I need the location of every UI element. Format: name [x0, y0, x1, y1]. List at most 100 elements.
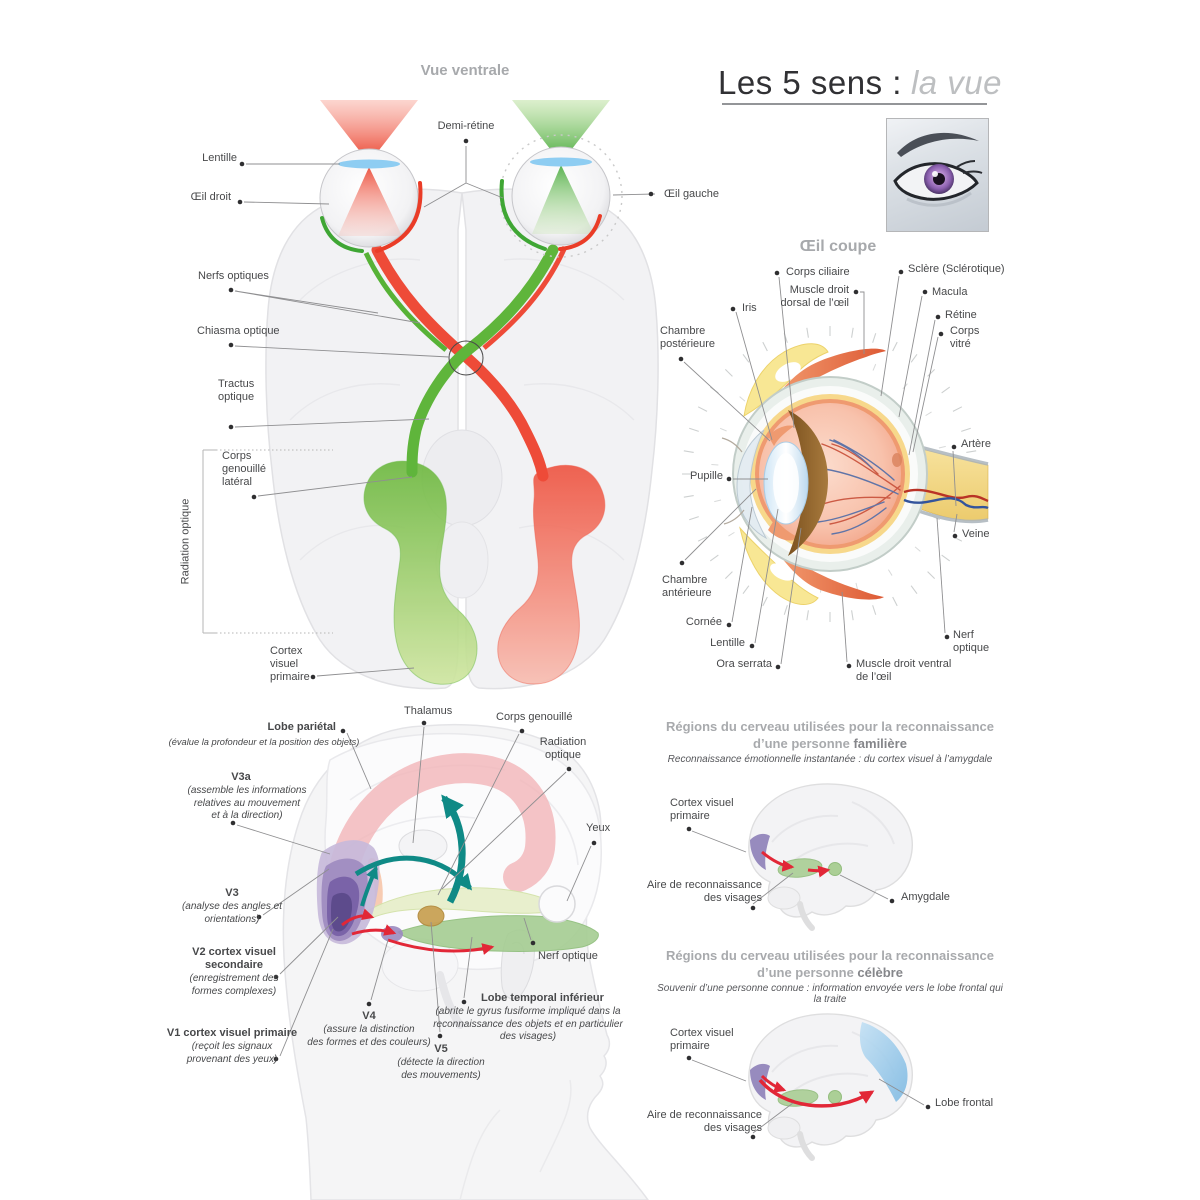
red-arrows: [341, 908, 495, 955]
label-chiasma-optique: Chiasma optique: [197, 325, 280, 337]
label-corps-ciliaire: Corps ciliaire: [786, 266, 850, 278]
dashed-ring: [499, 134, 623, 258]
reco-familiar-title-line1: Régions du cerveau utilisées pour la rec…: [665, 719, 994, 734]
label-nerf-optique-eye: Nerf optique: [953, 629, 990, 654]
reco-familiar-prefix: d’une personne: [753, 736, 854, 751]
recognition-diagrams: [686, 784, 931, 1158]
light-cone-red-lower: [338, 167, 402, 236]
label-v5: V5: [434, 1043, 448, 1055]
eye-photo: [886, 118, 989, 232]
ventral-dots: [228, 138, 654, 680]
label-thalamus: Thalamus: [404, 705, 453, 717]
label-tractus-optique: Tractus optique: [218, 378, 255, 403]
reco-famous-subtitle: Souvenir d’une personne connue : informa…: [657, 983, 1003, 1005]
eye-cross-section: [678, 269, 989, 670]
label-pupille: Pupille: [689, 470, 723, 482]
title-accent: la vue: [910, 64, 1003, 101]
lens-right-eye: [338, 159, 400, 169]
label-cortex-visuel-primaire: Cortex visuel primaire: [270, 645, 310, 683]
label-oeil-gauche: Œil gauche: [664, 188, 720, 200]
label-v5-sub: (détecte la direction des mouvements): [397, 1057, 485, 1081]
nerve-sheath-bottom: [915, 508, 989, 524]
light-cone-green-upper: [512, 100, 610, 163]
ciliary-bottom: [768, 520, 794, 541]
label-muscle-droit-ventral: Muscle droit ventral de l’œil: [856, 658, 952, 683]
label-veine: Veine: [962, 528, 990, 540]
retina-arc-red2: [558, 214, 602, 251]
label-lobe-frontal: Lobe frontal: [935, 1097, 994, 1109]
parietal-lobe-region: [329, 753, 556, 892]
chiasma-ring: [448, 340, 484, 376]
label-corps-genouille-lateral: Corps genouillé latéral: [222, 450, 267, 488]
reco-familiar-accent: familière: [853, 736, 907, 751]
orbital-fat-bottom: [739, 526, 819, 605]
eye-section-title: Œil coupe: [799, 238, 877, 255]
label-aire-famous: Aire de reconnaissance des visages: [647, 1109, 762, 1134]
retinal-vessels: [815, 439, 901, 535]
label-v1-sub: (reçoit les signaux provenant des yeux): [186, 1041, 278, 1065]
cornea: [736, 429, 768, 540]
label-radiation-optique-vertical: Radiation optique: [179, 498, 192, 585]
retina-arc-green: [320, 216, 364, 253]
label-lentille-2: Lentille: [710, 637, 745, 649]
mini-brain-famous: [749, 1014, 912, 1158]
optic-pathway-red: [371, 244, 549, 482]
reco-familiar-title-line2: d’une personne familière: [655, 736, 1005, 751]
iris-highlight: [932, 171, 938, 177]
eyelashes: [956, 160, 983, 174]
reco-famous-accent: célèbre: [857, 965, 903, 980]
label-sclere: Sclère (Sclérotique): [908, 263, 1005, 275]
muscle-dorsal: [774, 348, 886, 404]
label-v4-sub: (assure la distinction des formes et des…: [307, 1024, 431, 1048]
label-artere: Artère: [961, 438, 991, 450]
optic-radiation-left: [363, 460, 478, 685]
optic-nerve-strand-red: [482, 245, 568, 350]
reco-famous-prefix: d’une personne: [757, 965, 858, 980]
label-radiation-optique-2: Radiation optique: [539, 736, 587, 761]
reco-familiar-subtitle: Reconnaissance émotionnelle instantanée …: [667, 754, 993, 765]
optic-nerve-strand-green: [363, 251, 448, 352]
label-v3a-sub: (assemble les informations relatives au …: [187, 785, 307, 821]
ciliary-top: [768, 425, 794, 446]
fat-hole2: [770, 563, 794, 581]
label-lentille: Lentille: [202, 152, 237, 164]
label-retine: Rétine: [945, 309, 977, 321]
lens-highlight: [773, 453, 799, 513]
label-v3: V3: [225, 887, 239, 899]
artery: [903, 488, 989, 503]
mini-brain-familiar: [749, 784, 912, 928]
eye-photo-art: [893, 132, 983, 207]
head-dots: [230, 720, 597, 1062]
label-cornee: Cornée: [685, 616, 722, 628]
reco-famous-title-line2: d’une personne célèbre: [655, 965, 1005, 980]
brain-gyri: [289, 258, 635, 561]
optic-pathway-green: [406, 244, 559, 478]
optic-radiation-right: [497, 464, 606, 685]
label-cvp-famous: Cortex visuel primaire: [670, 1027, 734, 1052]
reco-dots: [686, 826, 931, 1140]
reco-famous-title-line1: Régions du cerveau utilisées pour la rec…: [665, 948, 994, 963]
head-diagram: [230, 720, 649, 1200]
label-lobe-temporal-sub: (abrite le gyrus fusiforme impliqué dans…: [433, 1006, 623, 1042]
label-cvp-familiar: Cortex visuel primaire: [670, 797, 734, 822]
label-chambre-anterieure: Chambre antérieure: [662, 574, 712, 599]
eye-dots: [678, 269, 958, 670]
eye-leader-lines: [683, 275, 958, 665]
head-leader-lines: [236, 726, 592, 1057]
label-v3a: V3a: [231, 771, 251, 783]
face-contours: [459, 1079, 572, 1200]
label-amygdale: Amygdale: [901, 891, 950, 903]
label-macula: Macula: [932, 286, 968, 298]
lens-left-eye: [530, 157, 592, 167]
eyelash-hairs: [721, 437, 745, 525]
vein: [903, 497, 989, 510]
label-v3-sub: (analyse des angles et orientations): [181, 901, 283, 925]
label-corps-genouille-2: Corps genouillé: [496, 711, 573, 723]
label-ora-serrata: Ora serrata: [716, 658, 772, 670]
light-cone-red-upper: [320, 100, 418, 163]
label-nerf-optique-2: Nerf optique: [538, 950, 598, 962]
label-nerfs-optiques: Nerfs optiques: [198, 270, 269, 282]
label-v4: V4: [362, 1010, 376, 1022]
